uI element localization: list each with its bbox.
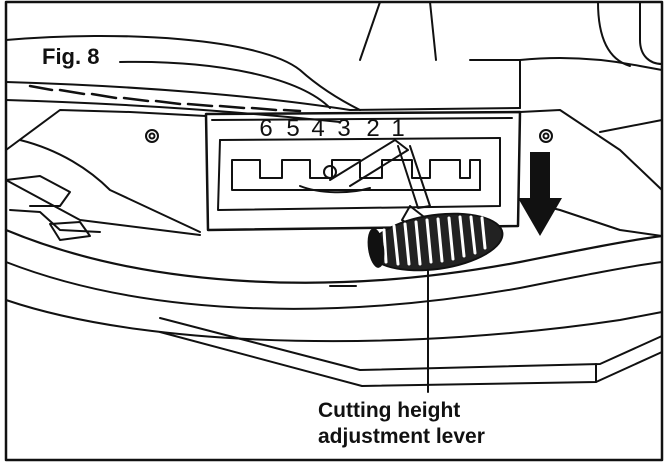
left-panel-top bbox=[5, 109, 207, 151]
callout-line-1: Cutting height bbox=[318, 399, 461, 422]
figure-frame bbox=[4, 0, 664, 462]
vent-edge bbox=[5, 81, 521, 111]
scale-number-2: 2 bbox=[366, 115, 380, 142]
notch-slot-frame bbox=[217, 137, 501, 211]
scale-number-1: 1 bbox=[391, 115, 405, 142]
right-panel bbox=[519, 109, 663, 191]
vent-slots bbox=[28, 84, 302, 113]
adjustment-plate bbox=[204, 110, 522, 232]
callout-line-2: adjustment lever bbox=[318, 425, 485, 448]
scale-number-6: 6 bbox=[259, 115, 273, 142]
scale-number-3: 3 bbox=[337, 115, 351, 142]
callout-label: Cutting height adjustment lever bbox=[318, 398, 485, 450]
arrow-down-icon bbox=[518, 152, 562, 236]
deck-lower-edge bbox=[159, 317, 663, 371]
bolt-left bbox=[145, 129, 159, 143]
lever-shaft bbox=[397, 145, 431, 209]
lever-handle-icon bbox=[367, 212, 504, 272]
lever-link bbox=[329, 139, 409, 187]
scale-number-5: 5 bbox=[286, 115, 300, 142]
housing-curve-top bbox=[5, 34, 361, 111]
bolt-right bbox=[539, 129, 553, 143]
deck-curve-1 bbox=[4, 228, 664, 284]
figure-label: Fig. 8 bbox=[38, 44, 104, 70]
height-notches bbox=[231, 159, 481, 191]
scale-number-4: 4 bbox=[311, 115, 325, 142]
left-bracket bbox=[5, 175, 71, 207]
